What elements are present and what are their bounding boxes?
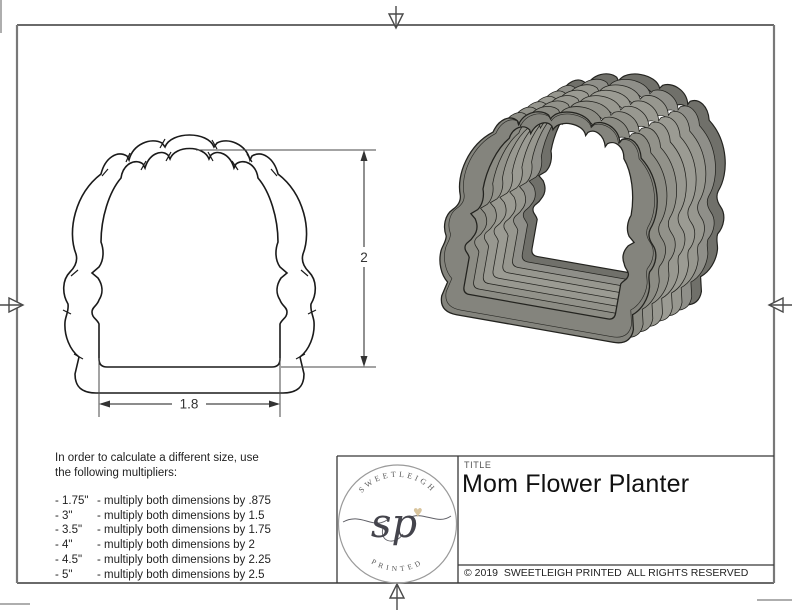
dim-width-value: 1.8 xyxy=(180,397,199,412)
cutter-3d-render xyxy=(428,55,747,348)
rule-text: - multiply both dimensions by 1.5 xyxy=(97,509,265,522)
size-value: - 4" xyxy=(55,539,73,552)
note-intro-line2: the following multipliers: xyxy=(55,467,178,479)
rule-text: - multiply both dimensions by 2.5 xyxy=(97,568,265,581)
sizing-note: In order to calculate a different size, … xyxy=(55,451,355,582)
multiplier-row: - 4.5" - multiply both dimensions by 2.2… xyxy=(55,553,355,568)
rule-text: - multiply both dimensions by 2 xyxy=(97,539,255,552)
center-mark-bottom-icon xyxy=(388,582,406,610)
size-value: - 1.75" xyxy=(55,495,89,507)
size-value: - 3" xyxy=(55,509,73,522)
multiplier-row: - 4" - multiply both dimensions by 2 xyxy=(55,538,355,553)
title-field-label: TITLE xyxy=(464,460,492,470)
rule-text: - multiply both dimensions by 1.75 xyxy=(97,524,271,537)
rule-text: - multiply both dimensions by 2.25 xyxy=(97,553,271,566)
dim-height-value: 2 xyxy=(360,250,368,265)
dimension-height: 2 xyxy=(196,149,376,368)
logo-monogram: sp xyxy=(371,501,417,547)
multiplier-row: - 5" - multiply both dimensions by 2.5 xyxy=(55,568,355,583)
center-mark-left-icon xyxy=(0,296,25,314)
logo-circle xyxy=(337,464,458,584)
multiplier-list: - 1.75" - multiply both dimensions by .8… xyxy=(55,494,355,582)
logo-flourish-right xyxy=(408,515,452,520)
size-value: - 3.5" xyxy=(55,524,83,537)
copyright-text: © 2019 SWEETLEIGH PRINTED ALL RIGHTS RES… xyxy=(464,567,749,579)
logo-arc-top-text: SWEETLEIGH xyxy=(357,470,435,495)
center-mark-top-icon xyxy=(387,6,405,30)
arc-junction-ticks xyxy=(62,138,317,360)
logo-flourish-under xyxy=(381,527,404,542)
note-intro-line1: In order to calculate a different size, … xyxy=(55,452,259,464)
size-value: - 4.5" xyxy=(55,553,83,566)
svg-text:SWEETLEIGH: SWEETLEIGH xyxy=(357,470,438,495)
dimension-width: 1.8 xyxy=(98,358,281,417)
rule-text: - multiply both dimensions by .875 xyxy=(97,495,271,507)
svg-text:PRINTED: PRINTED xyxy=(370,557,425,573)
cutter-2d-outline xyxy=(62,134,317,394)
multiplier-row: - 3" - multiply both dimensions by 1.5 xyxy=(55,509,355,524)
multiplier-row: - 3.5" - multiply both dimensions by 1.7… xyxy=(55,523,355,538)
logo-flourish-left xyxy=(342,518,388,524)
size-value: - 5" xyxy=(55,568,73,581)
center-mark-right-icon xyxy=(767,296,792,314)
multiplier-row: - 1.75" - multiply both dimensions by .8… xyxy=(55,494,355,509)
title-block xyxy=(336,455,774,583)
brand-logo: SWEETLEIGH PRINTED sp ♥ xyxy=(337,464,458,584)
logo-heart-icon: ♥ xyxy=(413,504,423,521)
logo-arc-bottom-text: PRINTED xyxy=(370,557,422,573)
page-title: Mom Flower Planter xyxy=(462,470,690,498)
